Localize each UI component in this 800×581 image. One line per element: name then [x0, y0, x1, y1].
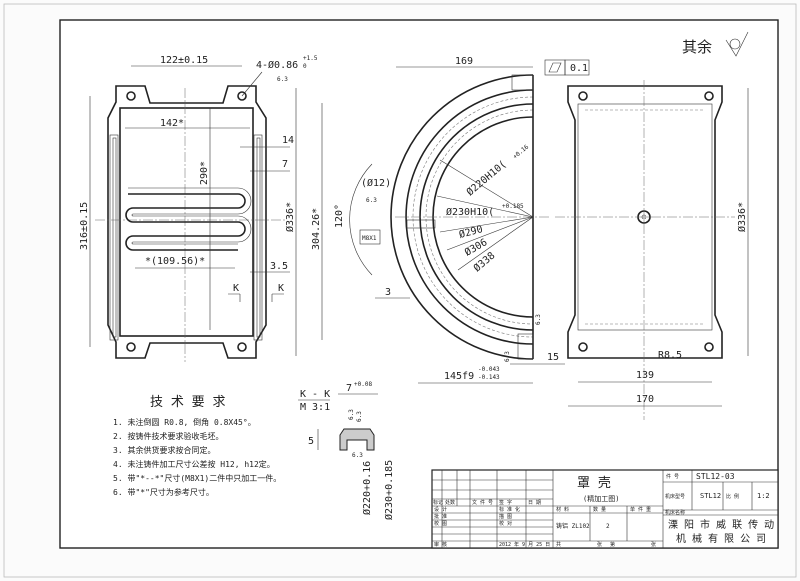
dim-height-holes: 316±0.15	[79, 202, 90, 250]
dim-inner-height: 290*	[199, 161, 210, 185]
sheet-label: 第	[610, 541, 615, 548]
section-mark-k-right: K	[278, 283, 284, 294]
machine-model-label: 机床型号	[665, 493, 685, 500]
part-name: 罩 壳	[577, 476, 611, 491]
material: 铸铝 ZL102	[556, 522, 590, 530]
scale-label: 比 例	[726, 493, 739, 500]
role-label: 设 计	[434, 506, 447, 513]
section-roughness-2: 6.3	[356, 411, 363, 422]
rev-header: 处数	[445, 499, 455, 506]
section-mark-k-left: K	[233, 283, 239, 294]
tech-req-item: 2. 按铸件技术要求验收毛坯。	[113, 431, 223, 441]
part-no-label: 件 号	[666, 473, 679, 480]
tech-req-item: 4. 未注铸件加工尺寸公差按 H12, h12定。	[113, 459, 275, 469]
dim-holes: 4-Ø0.86	[256, 59, 298, 71]
dim-145f9-tol-low: -0.143	[478, 374, 500, 381]
dim-coil: *(109.56)*	[145, 256, 205, 267]
dim-holes-tol-low: 0	[303, 63, 307, 70]
rev-header: 标记	[433, 499, 443, 506]
dim-d230: Ø230H10(	[446, 206, 494, 218]
roughness-right: 6.3	[535, 314, 542, 325]
sheets-unit: 张	[597, 541, 602, 548]
role-label: 批 准	[434, 513, 447, 520]
dim-width-holes: 122±0.15	[160, 55, 208, 66]
side-view: Ø336* R8.5 139 170	[555, 80, 749, 420]
role-label: 校 对	[499, 520, 512, 527]
tech-req-item: 6. 带"*"尺寸为参考尺寸。	[113, 487, 214, 497]
dim-169: 169	[455, 56, 473, 67]
roughness-note: 其余	[682, 31, 749, 57]
unit-weight-label: 单 件 重	[630, 506, 651, 513]
part-no: STL12-03	[696, 472, 735, 481]
dim-outer-dia: Ø336*	[284, 202, 296, 232]
quantity: 2	[606, 523, 610, 530]
section-kk: K - K M 3:1 7 +0.08 6.3 6.3 6.3 5 Ø220+0…	[298, 381, 395, 520]
roughness-hole: 6.3	[366, 197, 377, 204]
outer-border	[3, 3, 797, 578]
scale: 1:2	[757, 492, 770, 500]
rev-header: 文 件 号	[472, 499, 493, 506]
tech-req-title: 技 术 要 求	[150, 395, 225, 410]
sheets-total-label: 共	[556, 541, 561, 548]
flatness-icon	[548, 62, 562, 73]
section-height: 5	[308, 436, 314, 447]
dim-right-outer-dia: Ø336*	[736, 202, 748, 232]
dim-d230-tol: +0.185	[502, 203, 524, 210]
section-roughness-3: 6.3	[352, 452, 363, 459]
section-width-tol: +0.08	[354, 381, 372, 388]
material-label: 材 料	[556, 506, 569, 513]
rev-header: 日 期	[528, 500, 541, 506]
section-roughness-1: 6.3	[348, 409, 355, 420]
roughness-note-label: 其余	[682, 38, 712, 56]
dim-rib-14: 14	[282, 135, 294, 146]
section-d220: Ø220+0.16	[361, 461, 373, 515]
dim-thread: M8X1	[362, 235, 377, 242]
roughness-bottom: 6.3	[504, 351, 511, 362]
section-scale: M 3:1	[300, 402, 330, 413]
title-block: 标记 处数 文 件 号 签 字 日 期 设 计 批 准 校 图 审 核 标 准 …	[431, 469, 779, 549]
dim-gap3: 3	[385, 287, 391, 298]
date: 2012 年 9 月 25 日	[499, 541, 550, 548]
dim-holes-tol: +1.5	[303, 55, 318, 62]
section-title: K - K	[300, 389, 330, 400]
dim-rib-7: 7	[282, 159, 288, 170]
section-width: 7	[346, 383, 352, 394]
machine-model: STL12	[700, 492, 721, 500]
dim-height: 304.26*	[311, 208, 322, 250]
tech-req-item: 1. 未注倒圆 R0.8, 倒角 0.8X45°。	[113, 417, 256, 427]
dim-15: 15	[547, 352, 559, 363]
part-subtitle: (精加工图)	[583, 494, 619, 503]
company-line2: 机 械 有 限 公 司	[676, 532, 766, 545]
role-label: 审 核	[434, 541, 447, 548]
dim-170: 170	[636, 394, 654, 405]
section-d230: Ø230+0.185	[383, 460, 395, 520]
dim-angle: 120°	[334, 204, 345, 228]
roughness-symbol-icon	[725, 31, 749, 57]
sheet-unit: 张	[651, 541, 656, 548]
dim-145f9: 145f9	[444, 371, 474, 382]
quantity-label: 数 量	[593, 506, 606, 513]
rev-header: 签 字	[499, 499, 512, 506]
role-label: 标 准 化	[499, 506, 520, 513]
dim-hole: (Ø12)	[361, 177, 391, 189]
role-label: 描 图	[499, 513, 512, 520]
dim-145f9-tol-up: -0.043	[478, 366, 500, 373]
company-line1: 溧 阳 市 威 联 传 动	[668, 518, 774, 531]
left-view: 122±0.15 4-Ø0.86 +1.5 0 6.3 142* 290* 31…	[79, 55, 318, 362]
role-label: 校 图	[434, 520, 447, 527]
tech-req-item: 3. 其余供货要求按合同定。	[113, 445, 215, 455]
dim-139: 139	[636, 370, 654, 381]
technical-requirements: 技 术 要 求 1. 未注倒圆 R0.8, 倒角 0.8X45°。 2. 按铸件…	[113, 395, 281, 497]
flatness-value: 0.1	[570, 63, 588, 74]
machine-name-label: 机床名称	[665, 509, 685, 516]
roughness-holes: 6.3	[277, 76, 288, 83]
dim-inner-width: 142*	[160, 118, 184, 129]
dim-r8-5: R8.5	[658, 350, 682, 361]
dim-gap: 3.5	[270, 261, 288, 272]
tech-req-item: 5. 带"*--*"尺寸(M8X1)二件中只加工一件。	[113, 473, 281, 483]
